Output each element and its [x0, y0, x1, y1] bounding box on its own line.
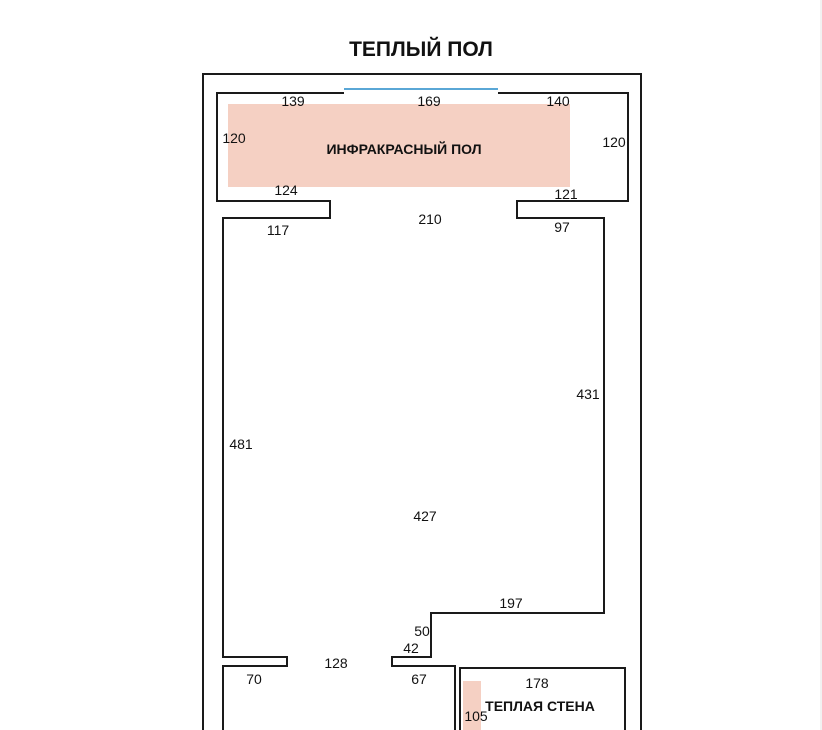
dim-right-stub: 67: [411, 671, 427, 687]
dim-step-vertical: 50: [414, 623, 430, 639]
dim-step-horizontal: 197: [499, 595, 523, 611]
dim-top-left: 139: [281, 93, 305, 109]
dim-right-top-room: 120: [602, 134, 626, 150]
dim-doorway: 128: [324, 655, 348, 671]
dim-door-jamb: 42: [403, 640, 419, 656]
dim-window: 169: [417, 93, 441, 109]
dim-left-top-room: 120: [222, 130, 246, 146]
infrared-floor-label: ИНФРАКРАСНЫЙ ПОЛ: [326, 140, 481, 157]
dim-right-wall: 431: [576, 386, 600, 402]
dim-bottom-left-top-room: 124: [274, 182, 298, 198]
warm-wall-room: [459, 667, 626, 730]
dim-top-right: 140: [546, 93, 570, 109]
inner-wall-right: [391, 92, 629, 730]
dim-left-wall: 481: [229, 436, 253, 452]
dim-warm-wall-length: 105: [464, 708, 488, 724]
dim-opening: 210: [418, 211, 442, 227]
dim-ledge-right: 97: [554, 219, 570, 235]
dim-warm-room-width: 178: [525, 675, 549, 691]
warm-wall-label: ТЕПЛАЯ СТЕНА: [485, 698, 595, 714]
dim-room-width: 427: [413, 508, 437, 524]
outer-wall: [202, 73, 642, 730]
inner-wall-left: [216, 92, 344, 730]
dim-left-stub: 70: [246, 671, 262, 687]
dim-bottom-right-top-room: 121: [554, 186, 578, 202]
infrared-floor-zone: [228, 104, 570, 187]
dim-ledge-left: 117: [267, 222, 290, 238]
plan-title: ТЕПЛЫЙ ПОЛ: [349, 37, 493, 61]
warm-wall-zone: [463, 681, 481, 730]
